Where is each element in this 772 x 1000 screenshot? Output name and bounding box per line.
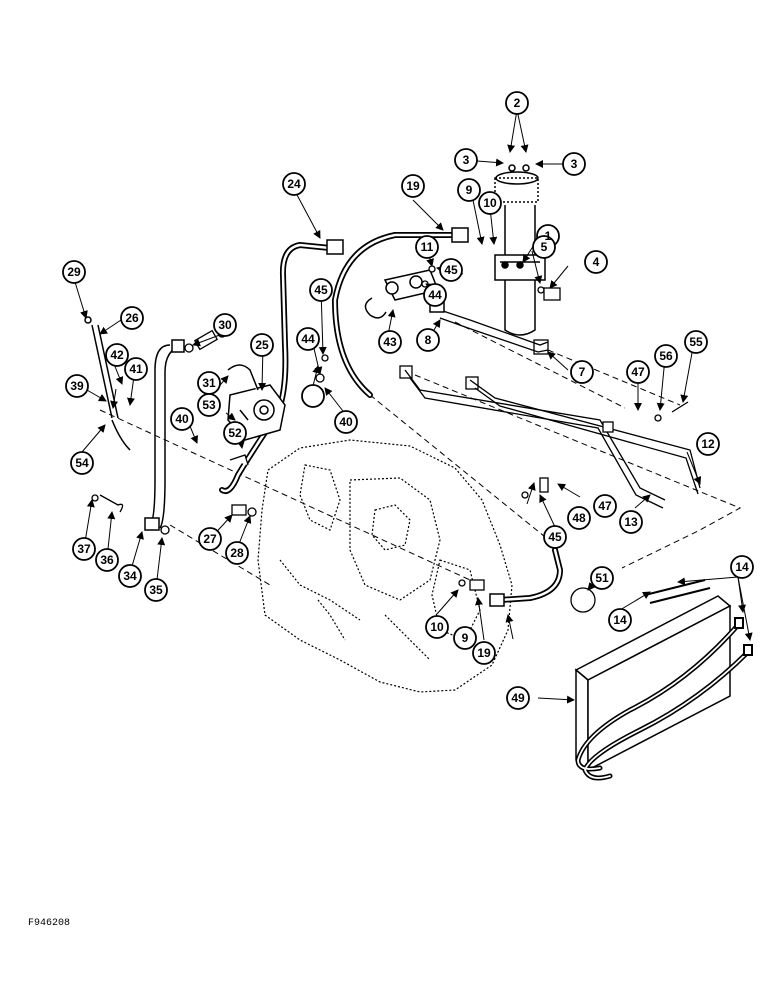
figure-id: F946208	[28, 918, 71, 929]
callout-40-right: 40	[339, 415, 353, 429]
callout-10-top: 10	[483, 196, 497, 210]
callout-44-top: 44	[428, 288, 442, 302]
oil-cooler	[574, 595, 732, 772]
callout-43: 43	[383, 335, 397, 349]
callout-9-top: 9	[466, 183, 473, 197]
callout-42: 42	[110, 348, 124, 362]
callout-3-right: 3	[571, 157, 578, 171]
callout-12: 12	[701, 437, 715, 451]
callout-bubbles	[62, 91, 754, 710]
callout-labels: 2 3 3 1 5 4 7 8 9 10 11 45 44 19 24 43 4…	[67, 96, 749, 705]
leader-lines	[99, 321, 742, 586]
callout-37: 37	[77, 542, 91, 556]
callout-19-bottom: 19	[477, 646, 491, 660]
callout-49: 49	[511, 691, 525, 705]
callout-7: 7	[579, 365, 586, 379]
dipstick-tube	[84, 316, 131, 451]
oil-filter	[494, 164, 546, 336]
small-parts	[91, 265, 689, 613]
callout-5: 5	[541, 240, 548, 254]
callout-26: 26	[125, 311, 139, 325]
callout-4: 4	[593, 255, 600, 269]
callout-1: 1	[545, 229, 552, 243]
callout-31: 31	[202, 376, 216, 390]
callout-48: 48	[572, 511, 586, 525]
callout-3-left: 3	[463, 153, 470, 167]
callout-45-mid: 45	[314, 283, 328, 297]
callout-52: 52	[228, 426, 242, 440]
callout-56: 56	[659, 349, 673, 363]
callout-47-lower: 47	[598, 499, 612, 513]
callout-2: 2	[514, 96, 521, 110]
callout-28: 28	[230, 546, 244, 560]
callout-54: 54	[75, 456, 89, 470]
callout-29: 29	[67, 265, 81, 279]
callout-8: 8	[425, 333, 432, 347]
steel-tubes	[399, 309, 701, 509]
callout-41: 41	[129, 362, 143, 376]
callout-53: 53	[202, 398, 216, 412]
callout-55: 55	[689, 335, 703, 349]
callout-24: 24	[287, 177, 301, 191]
callout-14-left: 14	[613, 613, 627, 627]
transmission-housing	[257, 439, 513, 693]
callout-arrows	[74, 109, 753, 704]
callout-51: 51	[595, 571, 609, 585]
callout-11: 11	[421, 240, 434, 254]
callout-14-right: 14	[735, 560, 749, 574]
callout-30: 30	[218, 318, 232, 332]
callout-10-bottom: 10	[430, 620, 444, 634]
callout-27: 27	[203, 532, 217, 546]
callout-39: 39	[70, 379, 84, 393]
callout-25: 25	[255, 338, 269, 352]
callout-36: 36	[100, 553, 114, 567]
callout-9-bottom: 9	[462, 631, 469, 645]
callout-44-mid: 44	[301, 332, 315, 346]
callout-40-left: 40	[175, 412, 189, 426]
callout-13: 13	[624, 515, 638, 529]
callout-34: 34	[123, 569, 137, 583]
callout-47-upper: 47	[631, 365, 645, 379]
return-pipe	[144, 339, 185, 531]
callout-19-top: 19	[406, 179, 420, 193]
cooler-fittings	[644, 579, 753, 656]
callout-45-lower: 45	[548, 530, 562, 544]
callout-45-top: 45	[444, 263, 458, 277]
callout-35: 35	[149, 583, 163, 597]
